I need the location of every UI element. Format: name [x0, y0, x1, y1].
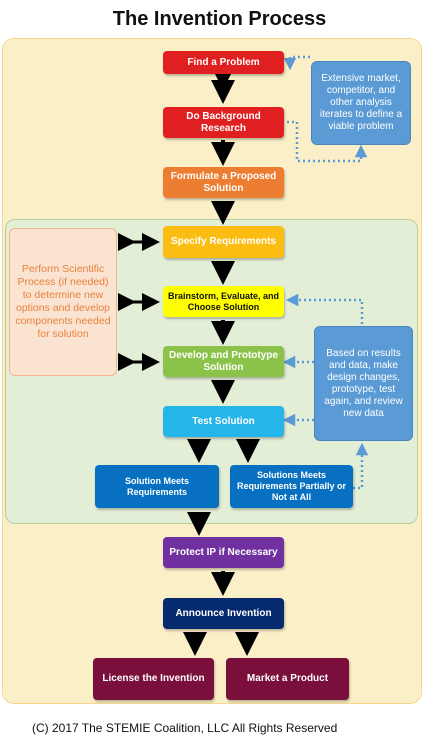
- step-specify-requirements: Specify Requirements: [163, 226, 284, 258]
- step-brainstorm: Brainstorm, Evaluate, and Choose Solutio…: [163, 286, 284, 317]
- step-announce: Announce Invention: [163, 598, 284, 629]
- step-develop-prototype: Develop and Prototype Solution: [163, 346, 284, 377]
- loop-partial-to-note: [353, 442, 369, 490]
- step-meets-requirements: Solution Meets Requirements: [95, 465, 219, 508]
- step-formulate-solution: Formulate a Proposed Solution: [163, 167, 284, 198]
- page-title: The Invention Process: [112, 8, 327, 30]
- step-protect-ip: Protect IP if Necessary: [163, 537, 284, 568]
- step-background-research: Do Background Research: [163, 107, 284, 138]
- loop-note-to-problem: [283, 55, 310, 71]
- loop-research-to-note: [287, 120, 368, 163]
- scientific-process-note: Perform Scientific Process (if needed) t…: [9, 228, 117, 376]
- step-market: Market a Product: [226, 658, 349, 700]
- step-partially-meets: Solutions Meets Requirements Partially o…: [230, 465, 353, 508]
- step-license: License the Invention: [93, 658, 214, 700]
- loop-note-to-brainstorm: [285, 293, 364, 324]
- market-analysis-note: Extensive market, competitor, and other …: [311, 61, 411, 145]
- copyright-notice: (C) 2017 The STEMIE Coalition, LLC All R…: [32, 721, 338, 735]
- iterate-design-note: Based on results and data, make design c…: [314, 326, 413, 441]
- step-find-problem: Find a Problem: [163, 51, 284, 74]
- step-test-solution: Test Solution: [163, 406, 284, 437]
